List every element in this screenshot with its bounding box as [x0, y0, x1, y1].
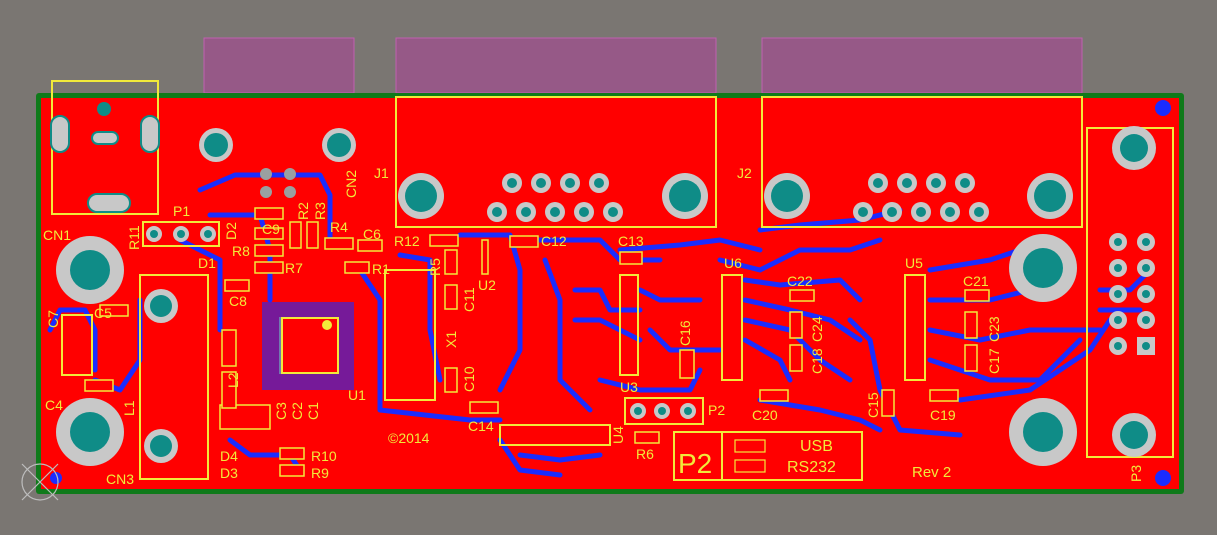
label-d3: D3: [220, 465, 238, 481]
label-c9: C9: [262, 221, 280, 237]
label-u4: U4: [610, 426, 626, 444]
label-c4: C4: [45, 397, 63, 413]
label-p2: P2: [708, 402, 725, 418]
label-c13: C13: [618, 233, 644, 249]
label-c14: C14: [468, 418, 494, 434]
label-cn2: CN2: [343, 170, 359, 198]
label-c1: C1: [305, 402, 321, 420]
label-r9: R9: [311, 465, 329, 481]
label-u1: U1: [348, 387, 366, 403]
label-c19: C19: [930, 407, 956, 423]
label-c5: C5: [94, 305, 112, 321]
label-c12: C12: [541, 233, 567, 249]
label-r12: R12: [394, 233, 420, 249]
through-hole-pads: [50, 100, 1171, 486]
label-r8: R8: [232, 243, 250, 259]
label-r3: R3: [312, 202, 328, 220]
label-c20: C20: [752, 407, 778, 423]
component-designators: CN1 CN2 CN3 J1 J2 P1 P2 P3 U1 U2 U3 U4 U…: [43, 165, 1144, 487]
label-x1: X1: [443, 331, 459, 348]
label-c21: C21: [963, 273, 989, 289]
label-r7: R7: [285, 260, 303, 276]
board-annotations: ©2014 Rev 2 P2 USB RS232: [388, 430, 951, 481]
label-r4: R4: [330, 219, 348, 235]
label-c2: C2: [289, 402, 305, 420]
keepout-regions: [203, 37, 1083, 94]
label-c6: C6: [363, 226, 381, 242]
label-c3: C3: [273, 402, 289, 420]
label-r6: R6: [636, 446, 654, 462]
jumper-box-title: P2: [678, 448, 712, 479]
label-c11: C11: [461, 287, 477, 312]
label-c18: C18: [809, 348, 825, 374]
label-d4: D4: [220, 448, 238, 464]
label-r11: R11: [126, 225, 142, 250]
origin-crosshair-icon: [21, 463, 59, 501]
label-d1: D1: [198, 255, 216, 271]
label-j1: J1: [374, 165, 389, 181]
copyright-text: ©2014: [388, 430, 430, 446]
label-c23: C23: [986, 316, 1002, 342]
label-r1: R1: [372, 261, 390, 277]
label-u2: U2: [478, 277, 496, 293]
label-l1: L1: [121, 400, 137, 416]
jumper-rs232-label: RS232: [787, 459, 836, 476]
label-u3: U3: [620, 379, 638, 395]
smd-pads: [84, 207, 990, 477]
u1-qfp-chip: [262, 302, 354, 390]
label-c7: C7: [45, 310, 61, 328]
label-r5: R5: [427, 258, 443, 276]
label-r2: R2: [295, 202, 311, 220]
revision-text: Rev 2: [912, 464, 951, 481]
label-cn1: CN1: [43, 227, 71, 243]
label-c15: C15: [865, 392, 881, 418]
label-c22: C22: [787, 273, 813, 289]
label-p1: P1: [173, 203, 190, 219]
label-c24: C24: [809, 316, 825, 342]
jumper-usb-label: USB: [800, 438, 833, 455]
label-c16: C16: [677, 320, 693, 346]
label-d2: D2: [223, 222, 239, 240]
label-p3: P3: [1128, 465, 1144, 482]
label-j2: J2: [737, 165, 752, 181]
label-r10: R10: [311, 448, 337, 464]
label-cn3: CN3: [106, 471, 134, 487]
label-l2: L2: [225, 372, 241, 388]
label-c10: C10: [461, 366, 477, 392]
label-u5: U5: [905, 255, 923, 271]
label-c17: C17: [986, 348, 1002, 374]
label-c8: C8: [229, 293, 247, 309]
label-u6: U6: [724, 255, 742, 271]
